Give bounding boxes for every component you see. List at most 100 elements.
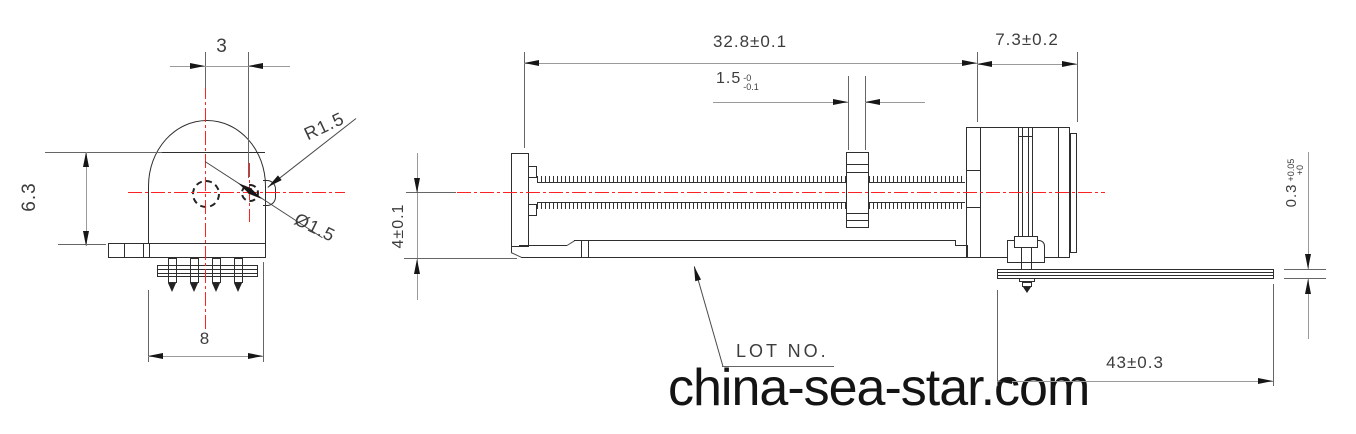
terminal-pin — [168, 258, 177, 283]
dim-body-length: 32.8±0.1 — [712, 32, 788, 51]
dimension-line — [524, 63, 977, 64]
shaft-lower-line — [1021, 248, 1022, 271]
arrowhead-left-icon — [148, 353, 163, 359]
side-view-front-bracket — [511, 153, 529, 247]
output-shaft-line — [1032, 128, 1033, 238]
dimension-line — [170, 66, 290, 67]
leader-line — [693, 266, 724, 367]
motor-can-end-cap — [1070, 133, 1077, 253]
plate-pin-tip-icon — [1023, 287, 1031, 293]
baseplate-step — [955, 240, 956, 246]
extension-line — [865, 76, 866, 150]
bearing-square — [1014, 236, 1038, 248]
flange-divider-line — [124, 243, 125, 258]
dim-nut-width-value: 1.5 — [716, 70, 742, 87]
mounting-plate-line — [997, 275, 1274, 276]
centerline-front-vertical — [205, 85, 206, 330]
extension-line — [1284, 269, 1326, 270]
dim-nut-width: 1.5-0-0.1 — [716, 70, 759, 92]
nut-detail-line — [846, 172, 869, 173]
bracket-boss-top — [528, 166, 537, 178]
extension-line — [977, 52, 978, 122]
output-shaft-line — [1018, 128, 1019, 238]
dim-plate-thickness-value: 0.3 — [1283, 183, 1300, 208]
centerline-small-hole — [249, 163, 250, 222]
leader-arrowhead-icon — [691, 265, 702, 282]
arrowhead-right-icon — [1258, 378, 1273, 384]
nut-detail-line — [846, 213, 869, 214]
front-view-flange — [108, 243, 266, 258]
arrowhead-right-icon — [190, 63, 205, 69]
shaft-lower-line — [1031, 248, 1032, 271]
dimension-line — [417, 153, 418, 300]
extension-line — [205, 52, 206, 88]
nut-detail-line — [846, 220, 869, 221]
extension-line — [1284, 278, 1326, 279]
baseplate-end — [967, 245, 968, 258]
extension-line — [58, 244, 106, 245]
extension-line — [848, 76, 849, 150]
arrowhead-down-icon — [83, 231, 89, 246]
terminal-pin — [212, 258, 221, 283]
dimension-line — [977, 64, 1077, 65]
dim-front-height: 6.3 — [19, 182, 40, 212]
flange-divider-line — [143, 243, 144, 258]
tolerance-lower: +0 — [1295, 164, 1305, 176]
extension-line — [997, 290, 998, 386]
motor-can-tick — [966, 170, 980, 171]
dimension-line — [997, 381, 1273, 382]
arrowhead-right-icon — [962, 60, 977, 66]
extension-line — [524, 52, 525, 148]
extension-line — [45, 152, 162, 153]
nut-detail-line — [846, 164, 869, 165]
dim-front-width: 8 — [199, 329, 211, 348]
arrowhead-left-icon — [977, 61, 992, 67]
motor-can-tick — [966, 207, 980, 208]
extension-line — [1077, 52, 1078, 122]
baseplate-line — [519, 245, 567, 246]
mounting-plate-line — [997, 272, 1274, 273]
lead-screw-nut — [846, 152, 869, 228]
dimension-line — [1308, 152, 1309, 269]
dimension-line — [148, 356, 263, 357]
front-view-side-tab — [263, 180, 276, 206]
front-view-small-hole — [241, 184, 259, 202]
callout-radius: R1.5 — [301, 108, 348, 145]
plate-pin-flare — [1019, 278, 1035, 282]
arrowhead-left-icon — [997, 378, 1012, 384]
terminal-pin — [190, 258, 199, 283]
plate-pin-body — [1022, 282, 1032, 287]
dim-plate-length: 43±0.3 — [1106, 353, 1164, 372]
output-shaft-cap-line — [1018, 136, 1033, 137]
dim-plate-thickness-tolerance: +0.05+0 — [1286, 159, 1305, 182]
dimension-line — [865, 102, 925, 103]
flange-divider-line — [149, 243, 150, 258]
dimension-line — [713, 102, 848, 103]
front-view-pin-strip — [157, 265, 258, 277]
lead-screw-thread-bottom — [537, 202, 965, 209]
extension-line — [248, 52, 249, 178]
arrowhead-up-icon — [1305, 279, 1311, 294]
mounting-plate — [997, 269, 1274, 279]
centerline-front-horizontal — [128, 192, 345, 193]
pin-tip-icon — [234, 283, 242, 292]
arrowhead-up-icon — [414, 259, 420, 274]
arrowhead-right-icon — [1062, 61, 1077, 67]
arrowhead-right-icon — [833, 99, 848, 105]
arrowhead-left-icon — [524, 60, 539, 66]
terminal-pin — [234, 258, 243, 283]
arrowhead-down-icon — [1305, 254, 1311, 269]
dim-nut-width-tolerance: -0-0.1 — [743, 74, 759, 92]
extension-line — [1273, 284, 1274, 386]
baseplate-chamfer — [566, 240, 575, 246]
baseplate-bottom-line — [521, 257, 967, 258]
output-shaft-line — [1022, 128, 1023, 238]
baseplate-top-line — [574, 240, 955, 241]
extension-line — [263, 262, 264, 362]
dim-top-width: 3 — [216, 36, 228, 57]
arrowhead-right-icon — [248, 353, 263, 359]
arrowhead-up-icon — [83, 152, 89, 167]
extension-line — [406, 192, 456, 193]
output-shaft-line — [1028, 128, 1029, 238]
